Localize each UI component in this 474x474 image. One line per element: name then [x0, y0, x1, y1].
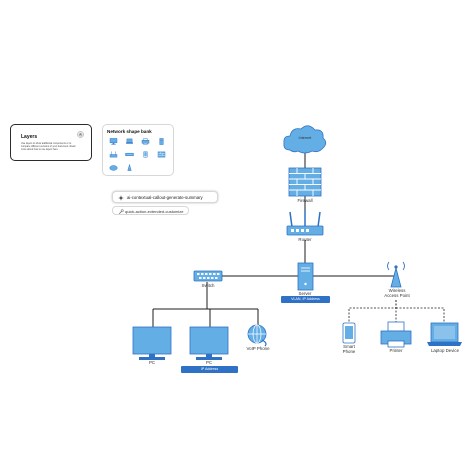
switch-icon[interactable]: [193, 270, 223, 282]
phone-icon[interactable]: [141, 151, 150, 158]
quick-action-callout[interactable]: quick-action-extended-customize: [112, 206, 189, 215]
printer-icon[interactable]: [141, 138, 150, 145]
ai-callout-label: ai-contextual-callout-generate-summary: [127, 195, 203, 200]
firewall-label: Firewall: [297, 198, 313, 203]
laptop-icon[interactable]: [427, 322, 462, 346]
router-icon[interactable]: [286, 210, 324, 236]
laptop-icon[interactable]: [125, 138, 134, 145]
edge-wifi-laptop: [396, 307, 445, 323]
wrench-icon: [118, 208, 124, 214]
pc-2-monitor-icon[interactable]: [189, 326, 229, 360]
monitor-icon[interactable]: [109, 138, 118, 145]
switch-label: Switch: [201, 283, 215, 288]
printer-icon[interactable]: [380, 321, 412, 348]
edge-wifi-phone: [348, 300, 397, 323]
server-icon[interactable]: [297, 262, 314, 291]
pc-1-label: PC: [148, 360, 156, 365]
firewall-icon[interactable]: [157, 151, 166, 158]
ip-address-badge: IP Address: [181, 366, 238, 373]
router-icon[interactable]: [109, 151, 118, 158]
quick-action-label: quick-action-extended-customize: [125, 209, 184, 214]
shape-bank-panel: Network shape bank: [102, 124, 174, 176]
pc-1-monitor-icon[interactable]: [132, 326, 172, 360]
laptop-label: Laptop Device: [430, 348, 460, 353]
server-icon[interactable]: [157, 138, 166, 145]
wireless-access-point-icon[interactable]: [387, 261, 405, 288]
router-label: Router: [298, 237, 312, 242]
sparkle-icon: [118, 195, 124, 201]
vlan-badge: VLAN, IP Address: [281, 296, 330, 303]
voip-label: VoIP Phone: [246, 346, 270, 351]
voip-phone-icon[interactable]: [247, 324, 267, 347]
server-label: Server: [298, 291, 312, 296]
switch-icon[interactable]: [125, 151, 134, 158]
firewall-icon[interactable]: [288, 167, 322, 197]
printer-label: Printer: [389, 348, 403, 353]
layers-panel: Layers Use layers to show additional com…: [10, 124, 92, 161]
layers-title: Layers: [21, 134, 38, 140]
shape-bank-title: Network shape bank: [107, 129, 152, 134]
smart-phone-icon[interactable]: [342, 322, 356, 344]
pc-2-label: PC: [205, 360, 213, 365]
internet-label: Internet: [298, 136, 312, 140]
smart-phone-label: Smart Phone: [342, 344, 356, 354]
ai-callout[interactable]: ai-contextual-callout-generate-summary: [112, 191, 218, 203]
cloud-icon[interactable]: [109, 164, 118, 171]
wireless-label: Wireless Access Point: [384, 288, 410, 298]
layers-description: Use layers to show additional components…: [21, 142, 76, 151]
antenna-icon[interactable]: [125, 164, 134, 171]
layers-icon[interactable]: [77, 131, 84, 138]
internet-cloud-icon[interactable]: [283, 125, 327, 154]
